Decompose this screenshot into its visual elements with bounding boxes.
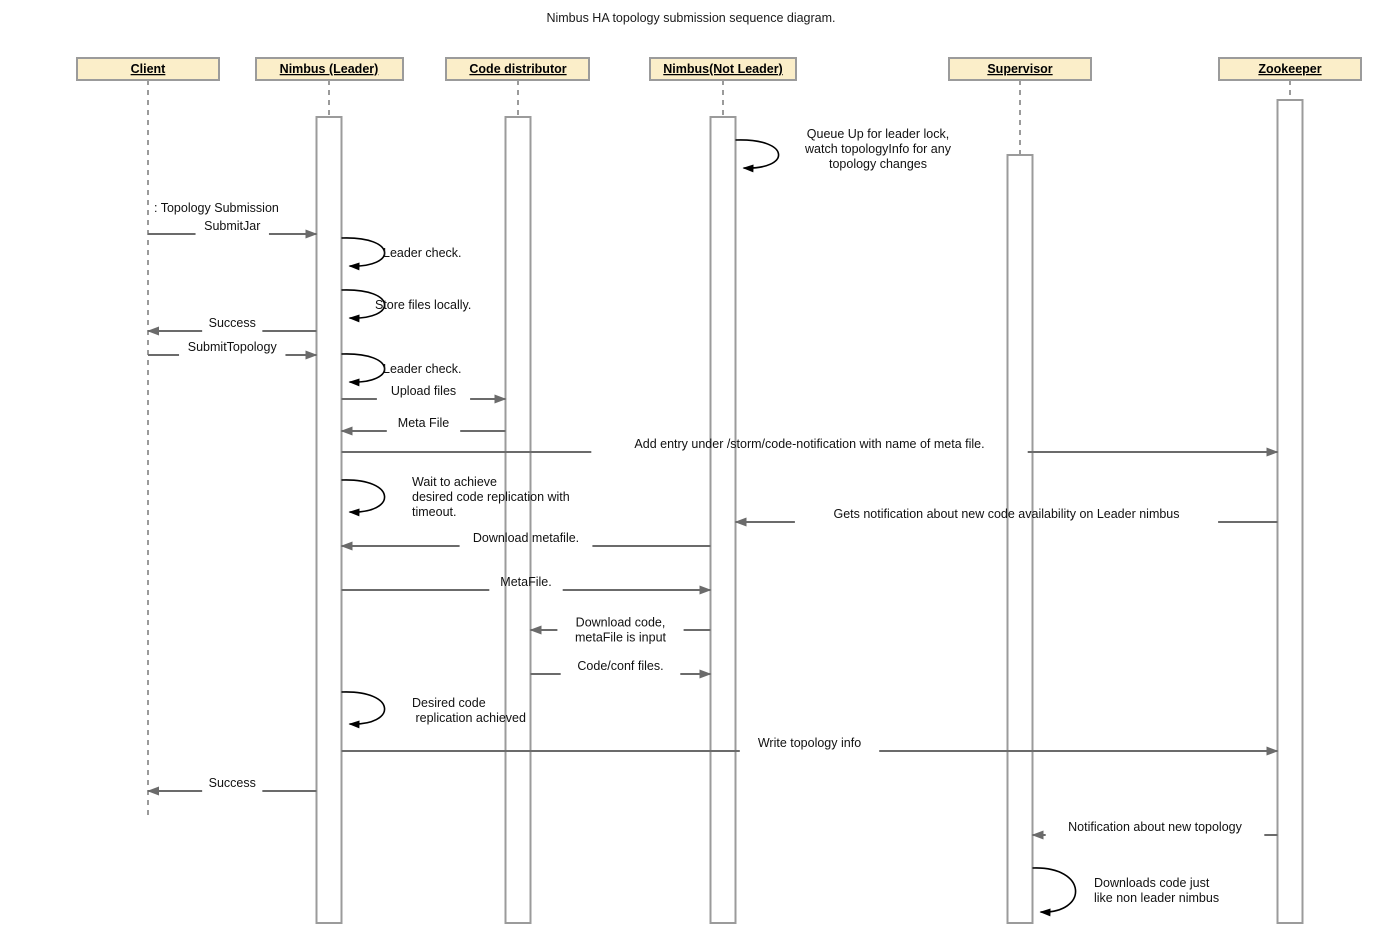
message-label-codeconffiles: Code/conf files.	[577, 659, 663, 673]
notes-group: : Topology Submission	[154, 201, 279, 215]
actor-label-client: Client	[131, 62, 167, 76]
actor-box-supervisor[interactable]	[948, 57, 1092, 81]
actor-box-nimbus_lead[interactable]	[255, 57, 404, 81]
actor-boxes-group: Client Nimbus (Leader) Code distributor Nim…	[76, 57, 1362, 81]
self-message-arc	[341, 691, 386, 729]
message-downloadcode: Download code,metaFile is input	[529, 616, 711, 645]
message-success1: Success	[147, 316, 317, 336]
self-message-arc	[735, 139, 780, 173]
message-writetopology: Write topology info	[341, 736, 1279, 756]
message-metafile1: Meta File	[340, 416, 506, 436]
actor-box-zookeeper[interactable]	[1218, 57, 1362, 81]
message-label-submittopology: SubmitTopology	[188, 340, 278, 354]
message-label-success1: Success	[209, 316, 256, 330]
message-label-metafile1: Meta File	[398, 416, 449, 430]
message-label-addentry: Add entry under /storm/code-notification…	[634, 437, 984, 451]
page-title: Nimbus HA topology submission sequence d…	[546, 11, 835, 25]
self-message-storefiles: Store files locally.	[341, 289, 471, 323]
activation-bar-supervisor	[1006, 154, 1034, 924]
message-label-success2: Success	[209, 776, 256, 790]
lifelines-group	[147, 80, 1291, 820]
self-message-arc	[341, 289, 386, 323]
message-label-downloadmetafile: Download metafile.	[473, 531, 579, 545]
activation-bar-nimbus_lead	[315, 116, 343, 924]
message-success2: Success	[147, 776, 317, 796]
self-message-label-queueup: Queue Up for leader lock,watch topologyI…	[804, 127, 952, 171]
actor-label-nimbus_not: Nimbus(Not Leader)	[663, 62, 782, 76]
self-message-arc	[341, 479, 386, 517]
message-metafile2: MetaFile.	[341, 575, 712, 595]
self-message-queueup: Queue Up for leader lock,watch topologyI…	[735, 127, 952, 173]
message-label-downloadcode: Download code,metaFile is input	[575, 616, 667, 645]
actor-box-code_dist[interactable]	[445, 57, 590, 81]
activation-bar-code_dist	[504, 116, 532, 924]
activations-group	[315, 99, 1304, 924]
self-message-label-leadercheck2: Leader check.	[383, 362, 462, 376]
message-notifynewtopo: Notification about new topology	[1031, 820, 1278, 840]
actor-label-supervisor: Supervisor	[987, 62, 1052, 76]
self-message-arc	[341, 353, 386, 387]
self-message-desiredcode: Desired code replication achieved	[341, 691, 526, 729]
actor-label-zookeeper: Zookeeper	[1258, 62, 1321, 76]
message-submitjar: SubmitJar	[148, 219, 318, 239]
actor-label-nimbus_lead: Nimbus (Leader)	[280, 62, 379, 76]
self-messages-group: Queue Up for leader lock,watch topologyI…	[341, 127, 1219, 917]
activation-bar-zookeeper	[1276, 99, 1304, 924]
self-message-arc	[1032, 867, 1077, 917]
message-label-getsnotification: Gets notification about new code availab…	[833, 507, 1179, 521]
self-message-label-leadercheck1: Leader check.	[383, 246, 462, 260]
actor-label-code_dist: Code distributor	[469, 62, 566, 76]
message-label-submitjar: SubmitJar	[204, 219, 260, 233]
note-topology-submission: : Topology Submission	[154, 201, 279, 215]
message-label-metafile2: MetaFile.	[500, 575, 551, 589]
self-message-leadercheck1: Leader check.	[341, 237, 462, 271]
activation-bar-nimbus_not	[709, 116, 737, 924]
self-message-arc	[341, 237, 386, 271]
self-message-label-storefiles: Store files locally.	[375, 298, 471, 312]
message-getsnotification: Gets notification about new code availab…	[734, 507, 1278, 527]
message-label-notifynewtopo: Notification about new topology	[1068, 820, 1242, 834]
actor-box-nimbus_not[interactable]	[649, 57, 797, 81]
self-message-label-desiredcode: Desired code replication achieved	[412, 696, 526, 725]
message-submittopology: SubmitTopology	[148, 340, 318, 360]
self-message-leadercheck2: Leader check.	[341, 353, 462, 387]
message-label-writetopology: Write topology info	[758, 736, 861, 750]
message-label-uploadfiles: Upload files	[391, 384, 456, 398]
message-codeconffiles: Code/conf files.	[530, 659, 712, 679]
message-downloadmetafile: Download metafile.	[340, 531, 711, 551]
message-addentry: Add entry under /storm/code-notification…	[341, 437, 1279, 457]
message-uploadfiles: Upload files	[341, 384, 507, 404]
actor-box-client[interactable]	[76, 57, 220, 81]
